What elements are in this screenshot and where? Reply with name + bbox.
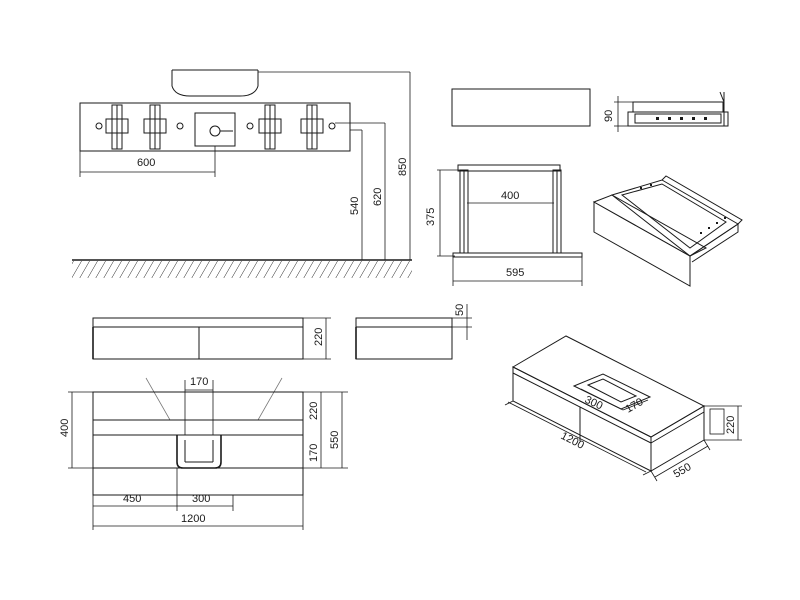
- drawer-slide-rail: 90: [603, 91, 729, 132]
- dim-frame-height: 375: [425, 208, 437, 226]
- dim-front-height: 220: [313, 328, 325, 346]
- mount-bracket: [143, 104, 167, 150]
- dim-iso-height: 220: [725, 416, 737, 434]
- dim-rail-depth: 90: [603, 110, 615, 122]
- floor-hatch: [72, 261, 412, 278]
- dim-frame-outer: 595: [506, 267, 524, 279]
- dim-top-thickness: 50: [454, 304, 466, 316]
- drawer-isometric-open: [592, 175, 743, 287]
- dim-plan-left-height: 400: [59, 419, 71, 437]
- mount-bracket: [105, 104, 129, 150]
- dim-plan-basin-length: 300: [192, 493, 210, 505]
- drawer-front-view: [451, 88, 591, 127]
- dim-plan-rear-depth: 220: [308, 402, 320, 420]
- dim-plan-total-depth: 550: [329, 431, 341, 449]
- dim-height-850: 850: [397, 158, 409, 176]
- wall-mount-elevation: 600 540 620 850: [72, 69, 412, 278]
- dim-plan-basin-width: 170: [190, 376, 208, 388]
- side-elevation: 50: [355, 304, 472, 360]
- mount-bracket: [258, 104, 282, 150]
- dim-frame-inner: 400: [501, 190, 519, 202]
- dim-iso-depth: 550: [672, 461, 694, 481]
- dim-bracket-spacing: 600: [137, 157, 155, 169]
- dim-height-620: 620: [372, 188, 384, 206]
- dim-iso-width: 1200: [559, 430, 586, 452]
- plan-view: 170 400 220 170 550 450 300 1200: [59, 376, 348, 530]
- dim-plan-total-width: 1200: [181, 513, 205, 525]
- dim-height-540: 540: [349, 197, 361, 215]
- dim-plan-basin-depth: 170: [308, 444, 320, 462]
- drawer-frame-view: 400 375 595: [425, 164, 583, 286]
- dim-plan-offset: 450: [123, 493, 141, 505]
- mount-bracket: [300, 104, 324, 150]
- vanity-isometric: 300 170 1200 550 220: [504, 335, 742, 482]
- dim-iso-basin-width: 170: [624, 396, 646, 416]
- front-elevation: 220: [92, 317, 331, 360]
